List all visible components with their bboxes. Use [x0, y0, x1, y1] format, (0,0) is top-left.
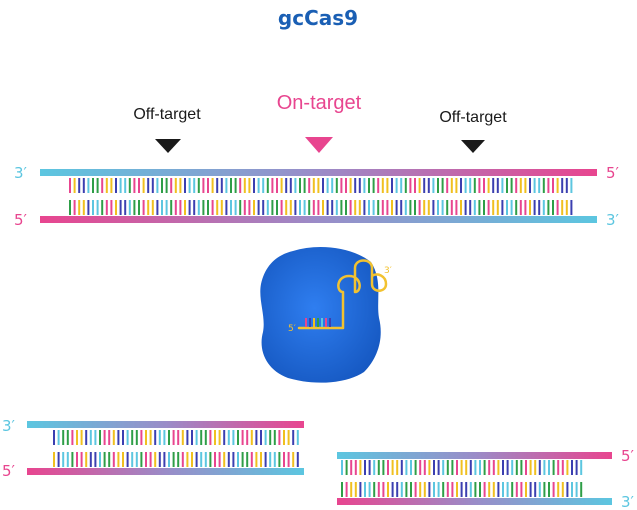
protein-body [260, 246, 381, 383]
off-target-label-right: Off-target [439, 109, 507, 126]
top-upper-left-end: 3′ [14, 164, 28, 182]
top-upper-right-end: 5′ [606, 164, 620, 182]
top-lower-right-end: 3′ [606, 211, 620, 229]
guide-rna-bases [305, 318, 331, 327]
left-fragment-lower-end: 5′ [2, 462, 16, 480]
left-fragment-base-pairs-upper [53, 430, 299, 445]
top-base-pairs-upper [69, 178, 573, 193]
on-target-marker [305, 137, 333, 153]
off-target-marker-left [155, 139, 181, 153]
right-fragment-base-pairs-upper [341, 460, 583, 475]
right-fragment-strand-lower [337, 498, 612, 505]
top-strand-upper [40, 169, 597, 176]
right-fragment-base-pairs-lower [341, 482, 583, 497]
right-fragment-lower-end: 3′ [621, 493, 635, 510]
cleaved-fragment-left: 3′ 5′ [2, 417, 304, 480]
cleaved-fragment-right: 5′ 3′ [337, 447, 635, 510]
right-fragment-upper-end: 5′ [621, 447, 635, 465]
left-fragment-upper-end: 3′ [2, 417, 16, 435]
left-fragment-strand-upper [27, 421, 304, 428]
right-fragment-strand-upper [337, 452, 612, 459]
on-target-label: On-target [277, 92, 362, 114]
gccas9-protein: 5′ 3′ [260, 246, 392, 383]
off-target-label-left: Off-target [133, 106, 201, 123]
guide-rna: 5′ 3′ [288, 259, 392, 334]
top-strand-lower [40, 216, 597, 223]
left-fragment-base-pairs-lower [53, 452, 299, 467]
off-target-marker-right [461, 140, 485, 153]
top-lower-left-end: 5′ [14, 211, 28, 229]
left-fragment-strand-lower [27, 468, 304, 475]
guide-rna-three-prime: 3′ [384, 266, 392, 276]
guide-rna-strand [297, 259, 388, 330]
guide-rna-five-prime: 5′ [288, 324, 296, 334]
top-dna-duplex: 3′ 5′ 5′ 3′ [14, 164, 620, 229]
diagram-title: gcCas9 [278, 6, 358, 30]
top-base-pairs-lower [69, 200, 573, 215]
